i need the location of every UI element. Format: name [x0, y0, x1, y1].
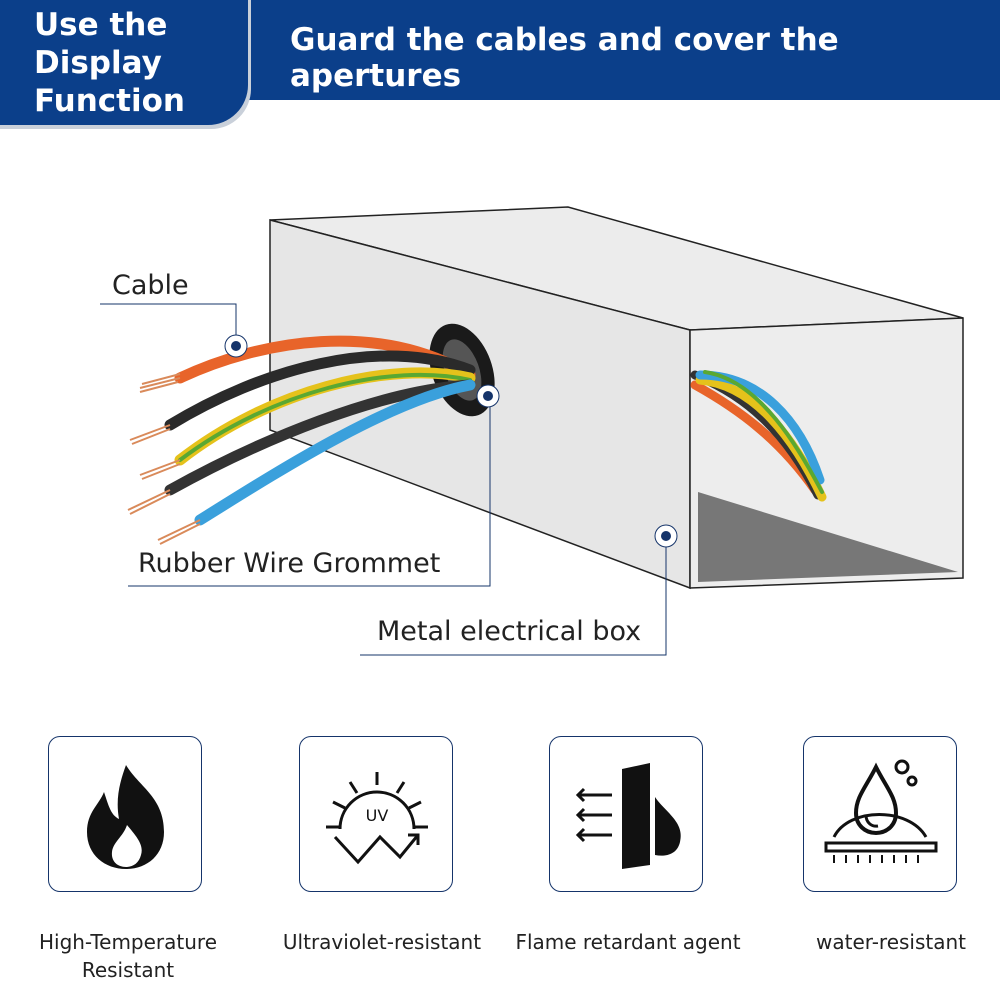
copper-ends [127, 373, 201, 545]
callout-dots [224, 334, 678, 548]
box-inner-shadow [698, 492, 958, 582]
feature-high-temp [48, 736, 202, 892]
callout-grommet: Rubber Wire Grommet [138, 548, 441, 579]
feature-label-uv: Ultraviolet-resistant [282, 930, 482, 954]
display-function-badge: Use the Display Function [0, 0, 248, 125]
label-line: Resistant [81, 958, 175, 982]
feature-water [803, 736, 957, 892]
label-line: High-Temperature [38, 930, 218, 954]
uv-icon: UV [326, 772, 428, 865]
badge-line: Use the [34, 7, 168, 43]
feature-flame-retardant [549, 736, 703, 892]
callout-cable: Cable [112, 270, 189, 301]
badge-line: Display [34, 45, 162, 81]
feature-label-high-temp: High-Temperature Resistant [3, 928, 253, 984]
badge-line: Function [34, 83, 185, 119]
feature-uv: UV [299, 736, 453, 892]
feature-label-flame-retardant: Flame retardant agent [515, 930, 741, 954]
inner-cables [690, 370, 827, 502]
flame-retardant-icon [575, 763, 681, 869]
header-title: Guard the cables and cover the apertures [290, 22, 839, 94]
uv-text: UV [366, 806, 389, 825]
callout-box: Metal electrical box [377, 616, 642, 647]
outer-cables [164, 335, 476, 526]
water-drop-icon [824, 759, 938, 863]
flame-icon [87, 765, 164, 869]
feature-label-water: water-resistant [815, 930, 967, 954]
cable-box-diagram [100, 206, 964, 656]
